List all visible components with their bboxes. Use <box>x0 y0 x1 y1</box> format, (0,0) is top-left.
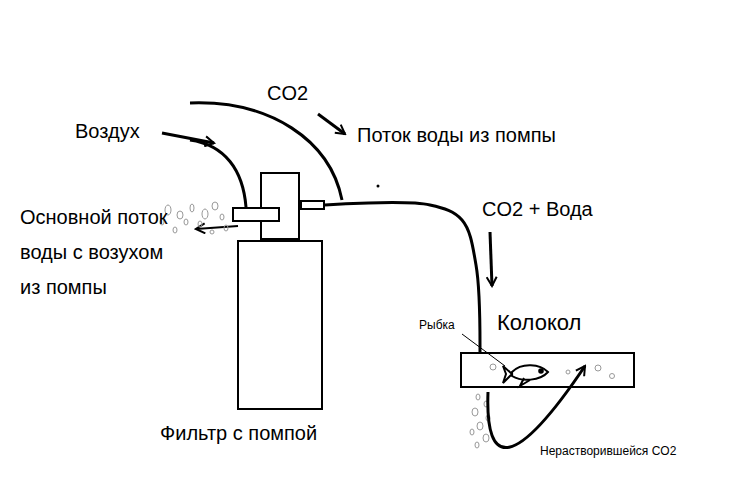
filter-part <box>233 208 279 221</box>
fish <box>503 365 548 386</box>
air-arrow <box>162 133 214 143</box>
fish-label: Рыбка <box>419 319 455 333</box>
co2-return-arrow <box>488 366 585 448</box>
co2-arrow <box>318 114 345 134</box>
filter-pump: Фильтр с помпой <box>232 172 325 410</box>
air-bubbles <box>160 202 228 234</box>
filter-part <box>238 241 322 409</box>
outflow-arrow <box>196 226 238 229</box>
flow-arrow <box>490 232 492 286</box>
tube <box>325 203 480 352</box>
gas-label: CO2 <box>267 82 308 105</box>
edge-label: CO2 + Вода <box>480 198 595 221</box>
bell: Колокол <box>460 352 635 388</box>
air-tube <box>190 140 246 207</box>
dot <box>377 185 380 188</box>
co2-label: Нерастворившейся CO2 <box>540 445 676 459</box>
bell-bubbles <box>490 364 615 379</box>
filter-outline <box>232 172 325 410</box>
filter-part <box>301 201 324 209</box>
filter-part <box>261 173 299 239</box>
flow-label: Поток воды из помпы <box>357 124 556 147</box>
air-label: Воздух <box>75 120 140 143</box>
node-title: Фильтр с помпой <box>160 422 317 445</box>
node-title: Колокол <box>497 310 581 335</box>
leader-line <box>462 334 505 366</box>
outflow-label: Основной поток воды с возухом из помпы <box>20 200 175 305</box>
